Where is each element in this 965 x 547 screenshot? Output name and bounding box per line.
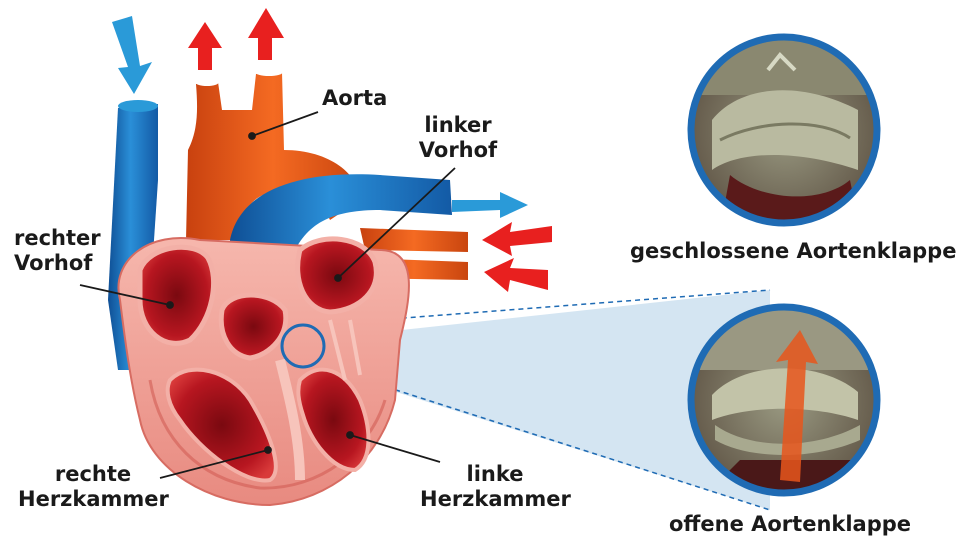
- label-left-ventricle: linke Herzkammer: [420, 462, 570, 512]
- label-right-ventricle-line1: rechte: [18, 462, 168, 487]
- label-right-atrium-line2: Vorhof: [14, 251, 101, 276]
- label-left-atrium-line1: linker: [408, 113, 508, 138]
- label-left-ventricle-line1: linke: [420, 462, 570, 487]
- closed-valve-magnifier: [690, 36, 880, 230]
- right-atrium-chamber: [140, 247, 214, 343]
- label-aorta: Aorta: [322, 86, 387, 111]
- label-left-atrium: linker Vorhof: [408, 113, 508, 163]
- aortic-outflow-arrows: [188, 8, 284, 70]
- label-closed-valve: geschlossene Aortenklappe: [630, 239, 940, 264]
- label-right-atrium-line1: rechter: [14, 226, 101, 251]
- label-right-ventricle-line2: Herzkammer: [18, 487, 168, 512]
- label-right-ventricle: rechte Herzkammer: [18, 462, 168, 512]
- label-right-atrium: rechter Vorhof: [14, 226, 101, 276]
- label-left-atrium-line2: Vorhof: [408, 138, 508, 163]
- label-left-ventricle-line2: Herzkammer: [420, 487, 570, 512]
- label-open-valve: offene Aortenklappe: [660, 512, 920, 537]
- venous-inflow-arrow: [112, 16, 152, 94]
